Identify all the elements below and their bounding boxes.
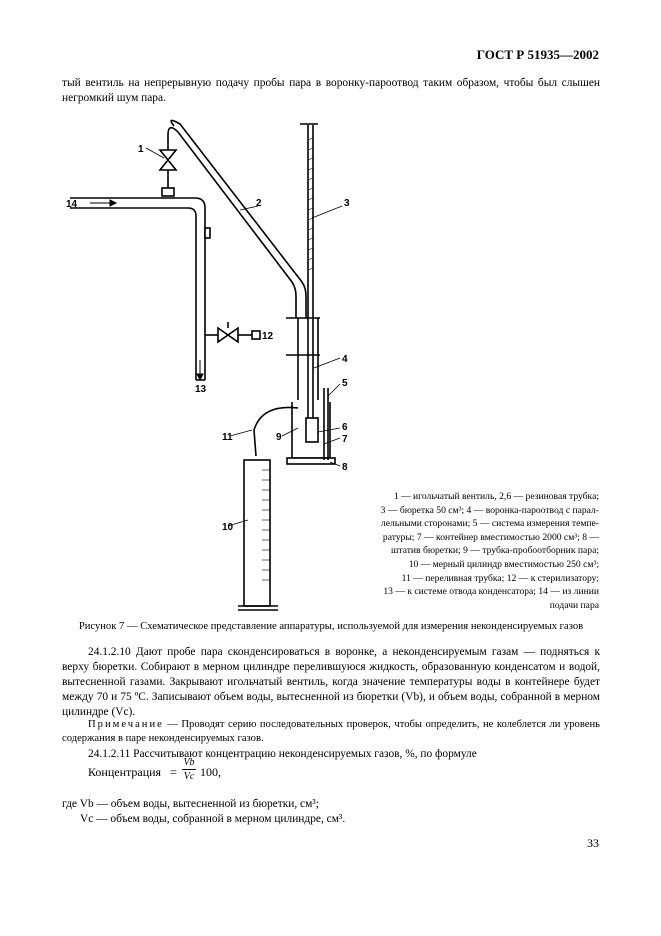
legend-line: 3 — бюретка 50 см³; 4 — воронка-пароотво… bbox=[380, 504, 599, 516]
note-label: Примечание bbox=[88, 719, 164, 730]
apparatus-diagram: 1 2 3 4 5 6 7 8 9 10 11 12 13 14 bbox=[66, 119, 350, 611]
legend-line: 10 — мерный цилиндр вместимостью 250 см³… bbox=[408, 558, 599, 570]
legend-line: 11 — переливная трубка; 12 — к стерилиза… bbox=[401, 572, 599, 584]
legend-line: лельными сторонами; 5 — система измерени… bbox=[380, 518, 599, 530]
callout-3: 3 bbox=[344, 198, 350, 209]
callout-13: 13 bbox=[195, 384, 207, 395]
where-line-2: Vc — объем воды, собранной в мерном цили… bbox=[80, 813, 346, 825]
legend-line: подачи пара bbox=[549, 599, 599, 611]
formula-factor: 100, bbox=[200, 765, 221, 779]
callout-9: 9 bbox=[276, 432, 282, 443]
page-number: 33 bbox=[587, 836, 599, 850]
paragraph-24-1-2-11: 24.1.2.11 Рассчитывают концентрацию неко… bbox=[88, 748, 477, 760]
legend-line: штатив бюретки; 9 — трубка-пробоотборник… bbox=[391, 545, 599, 557]
formula-denominator: Vc bbox=[183, 771, 195, 782]
callout-6: 6 bbox=[342, 422, 348, 433]
callout-4: 4 bbox=[342, 354, 348, 365]
note-paragraph: Примечание — Проводят серию последовател… bbox=[62, 718, 600, 746]
callout-1: 1 bbox=[138, 144, 144, 155]
callout-5: 5 bbox=[342, 378, 348, 389]
intro-paragraph: тый вентиль на непрерывную подачу пробы … bbox=[62, 77, 600, 104]
callout-12: 12 bbox=[262, 331, 274, 342]
formula-lhs: Концентрация bbox=[88, 765, 162, 779]
paragraph-24-1-2-10: 24.1.2.10 Дают пробе пара сконденсироват… bbox=[62, 646, 600, 718]
callout-2: 2 bbox=[256, 198, 262, 209]
legend-line: ратуры; 7 — контейнер вместимостью 2000 … bbox=[382, 531, 599, 543]
formula-fraction: Vb Vc bbox=[182, 757, 196, 782]
legend-line: 13 — к системе отвода конденсатора; 14 —… bbox=[383, 586, 599, 598]
document-header: ГОСТ Р 51935—2002 bbox=[476, 47, 599, 62]
callout-14: 14 bbox=[66, 199, 78, 210]
formula: Концентрация = Vb Vc 100, bbox=[88, 757, 221, 782]
legend-line: 1 — игольчатый вентиль, 2,6 — резиновая … bbox=[393, 491, 599, 502]
figure-caption: Рисунок 7 — Схематическое представление … bbox=[78, 621, 584, 632]
callout-10: 10 bbox=[222, 522, 234, 533]
note-text: — Проводят серию последовательных провер… bbox=[62, 719, 600, 744]
where-line-1: где Vb — объем воды, вытесненной из бюре… bbox=[62, 798, 319, 810]
callout-8: 8 bbox=[342, 462, 348, 473]
figure-legend: 1 — игольчатый вентиль, 2,6 — резиновая … bbox=[355, 490, 599, 612]
callout-11: 11 bbox=[222, 432, 233, 443]
callout-7: 7 bbox=[342, 434, 348, 445]
formula-numerator: Vb bbox=[182, 757, 196, 770]
formula-equals: = bbox=[170, 765, 177, 779]
